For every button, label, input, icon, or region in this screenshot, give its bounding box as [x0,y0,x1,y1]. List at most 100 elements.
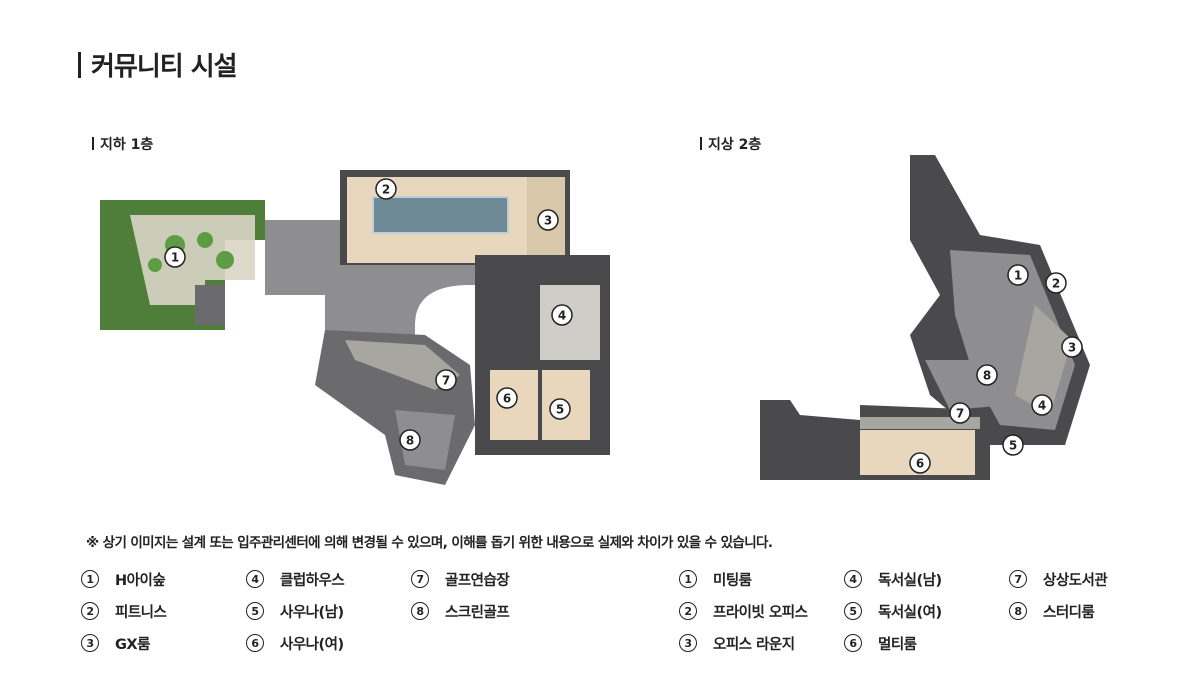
marker-num: 4 [558,309,566,323]
legend-num: 3 [679,634,697,652]
legend-label: 사우나(여) [280,636,344,653]
legend-item: 8 스터디룸 [1009,599,1095,623]
legend-label: GX룸 [115,636,150,653]
floor-plan-f2: 1 2 3 4 5 6 7 8 [760,155,1090,480]
garden-path [130,215,255,305]
legend-num: 4 [844,570,862,588]
marker-num: 2 [382,183,390,197]
legend-label: 피트니스 [115,604,167,621]
legend-item: 5 독서실(여) [844,599,942,623]
plan-marker: 8 [399,429,421,451]
legend-label: 스터디룸 [1043,604,1095,621]
garden-tree [216,251,234,269]
marker-num: 1 [1014,269,1022,283]
plan-marker: 7 [435,369,457,391]
legend-label: 상상도서관 [1043,572,1108,589]
legend-label: 스크린골프 [445,604,510,621]
legend-num: 3 [81,634,99,652]
legend-label: 멀티룸 [878,636,917,653]
legend-item: 4 독서실(남) [844,567,942,591]
legend-num: 7 [411,570,429,588]
fitness-equipment-zone [372,196,509,234]
legend-num: 7 [1009,570,1027,588]
marker-num: 7 [442,374,450,388]
plan-marker: 8 [976,364,998,386]
plan-marker: 3 [1061,336,1083,358]
legend-label: 골프연습장 [445,572,510,589]
legend-label: H아이숲 [115,572,166,589]
screen-golf-floor [395,410,455,470]
disclaimer-notice: ※ 상기 이미지는 설계 또는 입주관리센터에 의해 변경될 수 있으며, 이해… [86,535,773,551]
garden-room [195,285,225,325]
floor-label-f2-text: 지상 2층 [708,137,762,153]
marker-num: 1 [171,251,179,265]
legend-item: 8 스크린골프 [411,599,510,623]
plan-marker: 6 [909,452,931,474]
plan-marker: 2 [1045,272,1067,294]
legend-item: 2 피트니스 [81,599,167,623]
plan-marker: 3 [537,209,559,231]
legend-item: 1 H아이숲 [81,567,166,591]
legend-num: 8 [411,602,429,620]
page-title: 커뮤니티 시설 [78,46,238,83]
clubhouse-floor [540,285,600,360]
plan-marker: 7 [949,402,971,424]
plan-marker: 6 [496,387,518,409]
legend-num: 5 [246,602,264,620]
legend-item: 1 미팅룸 [679,567,752,591]
legend-label: 클럽하우스 [280,572,345,589]
legend-item: 5 사우나(남) [246,599,344,623]
marker-num: 2 [1052,277,1060,291]
reading-room-floor [1015,305,1072,415]
garden-tree [148,258,162,272]
legend-item: 6 사우나(여) [246,631,344,655]
legend-num: 2 [81,602,99,620]
marker-num: 8 [406,434,414,448]
plan-marker: 5 [549,398,571,420]
plan-marker: 5 [1002,434,1024,456]
library-floor [925,360,1010,410]
marker-num: 3 [1068,341,1076,355]
marker-num: 5 [556,403,564,417]
plan-marker: 1 [1007,264,1029,286]
floor-plan-b1: 1 2 3 4 5 6 7 8 [100,170,610,485]
legend-num: 6 [844,634,862,652]
legend-item: 4 클럽하우스 [246,567,345,591]
marker-num: 6 [916,457,924,471]
plan-marker: 4 [551,304,573,326]
legend-num: 1 [679,570,697,588]
west-corridor [860,417,980,429]
floor-label-b1: 지하 1층 [92,134,153,154]
legend-num: 4 [246,570,264,588]
golf-range-floor [345,340,460,390]
legend-label: 오피스 라운지 [713,636,795,653]
page-title-text: 커뮤니티 시설 [91,52,238,82]
floor-label-b1-text: 지하 1층 [100,137,154,153]
legend-num: 1 [81,570,99,588]
legend-item: 7 골프연습장 [411,567,510,591]
legend-item: 2 프라이빗 오피스 [679,599,808,623]
legend-label: 미팅룸 [713,572,752,589]
marker-num: 4 [1038,399,1046,413]
legend-num: 8 [1009,602,1027,620]
marker-num: 8 [983,369,991,383]
legend-num: 2 [679,602,697,620]
legend-label: 프라이빗 오피스 [713,604,808,621]
floor-label-f2: 지상 2층 [700,134,761,154]
legend-label: 독서실(남) [878,572,942,589]
legend-item: 3 GX룸 [81,631,150,655]
legend-item: 7 상상도서관 [1009,567,1108,591]
legend-item: 6 멀티룸 [844,631,917,655]
plan-marker: 2 [375,178,397,200]
plan-marker: 4 [1031,394,1053,416]
plan-marker: 1 [164,246,186,268]
marker-num: 3 [544,214,552,228]
legend-num: 6 [246,634,264,652]
legend-item: 3 오피스 라운지 [679,631,795,655]
legend-label: 독서실(여) [878,604,942,621]
legend-label: 사우나(남) [280,604,344,621]
legend-num: 5 [844,602,862,620]
marker-num: 7 [956,407,964,421]
garden-tree [197,232,213,248]
marker-num: 6 [503,392,511,406]
